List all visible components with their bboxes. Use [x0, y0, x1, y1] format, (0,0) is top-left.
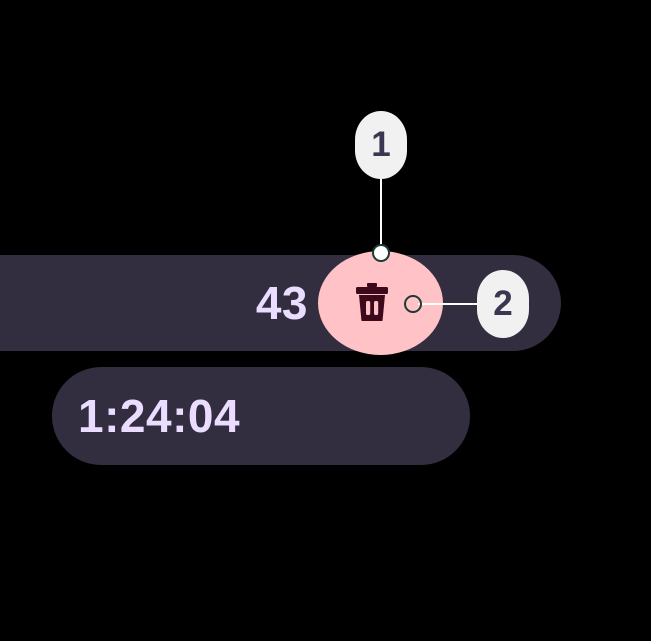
callout-badge-1[interactable]: 1	[355, 111, 407, 179]
callout-leader-line-2	[418, 303, 480, 305]
trash-icon	[355, 282, 389, 324]
callout-anchor-ring-2	[404, 295, 422, 313]
callout-anchor-ring-1	[372, 244, 390, 262]
callout-badge-1-label: 1	[371, 125, 391, 164]
count-pill-label: 43	[255, 277, 308, 329]
callout-badge-2-label: 2	[493, 284, 513, 323]
callout-badge-2[interactable]: 2	[477, 270, 529, 338]
timer-pill-label: 1:24:04	[78, 390, 241, 442]
timer-pill[interactable]: 1:24:04	[52, 367, 470, 465]
callout-leader-line-1	[380, 176, 382, 254]
